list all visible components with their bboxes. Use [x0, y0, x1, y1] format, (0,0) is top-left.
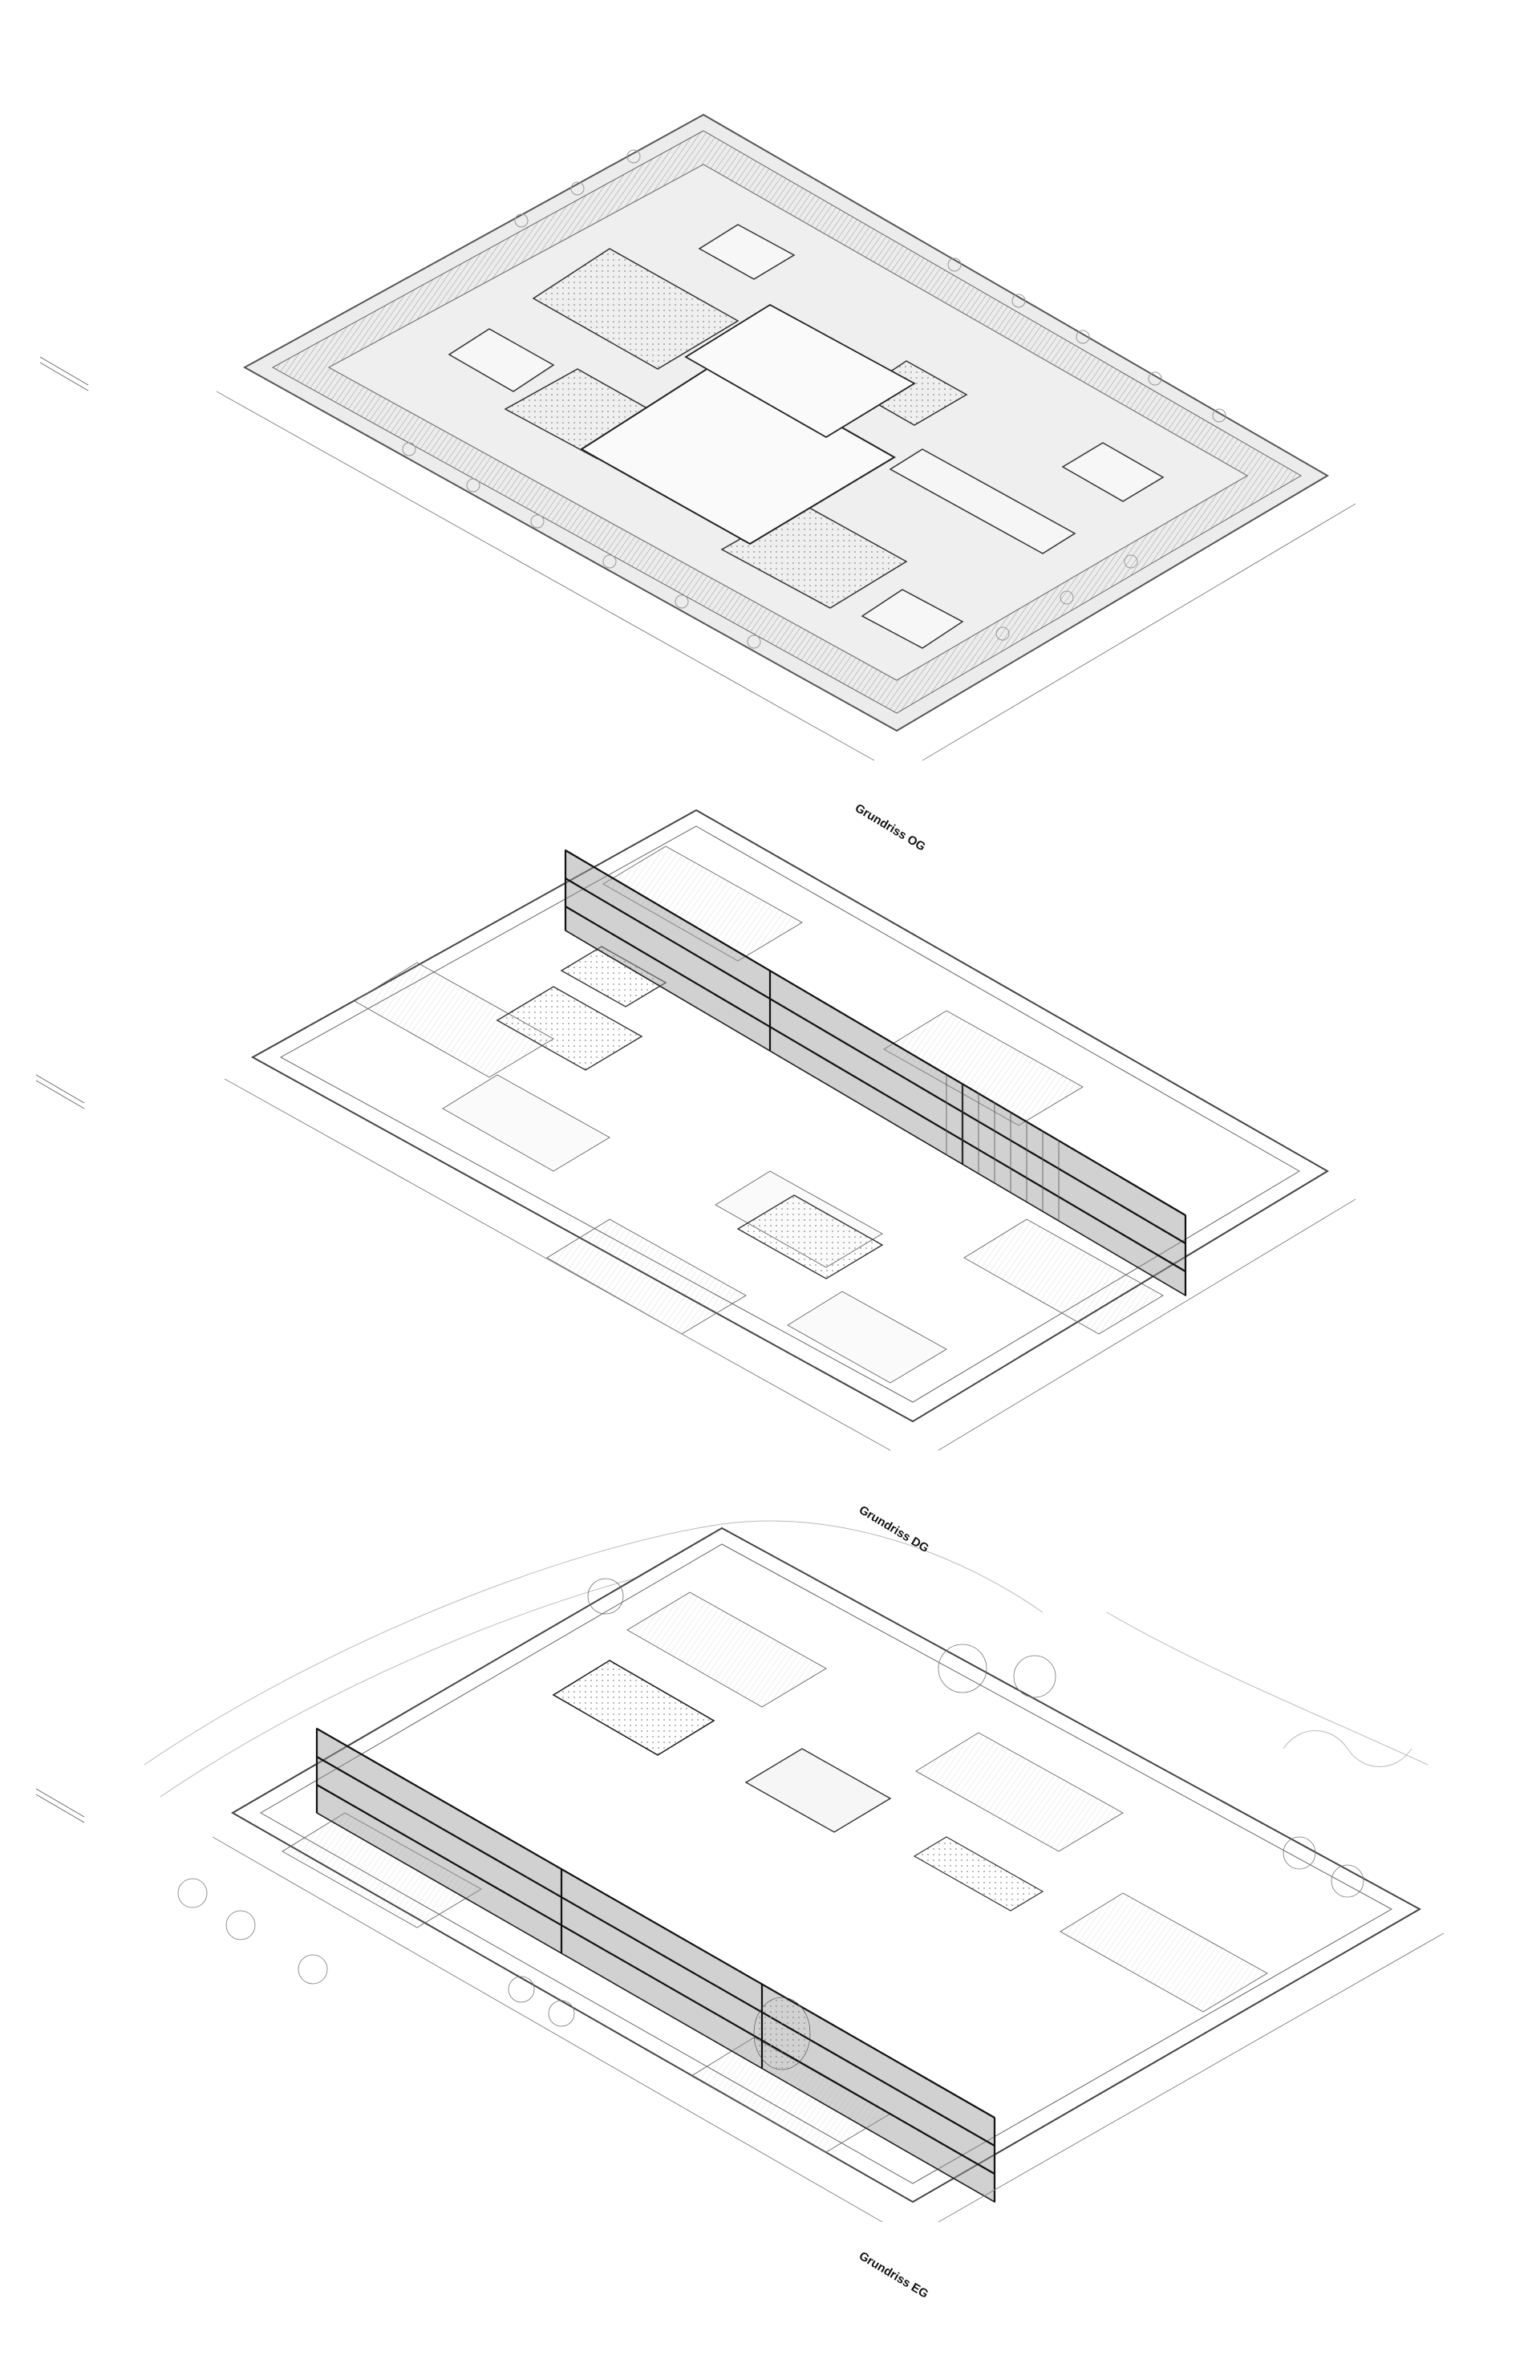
plan-label-dg: Grundriss DG	[857, 1503, 931, 1555]
roof-column-rhythm	[402, 149, 1226, 649]
north-arrow-marker	[39, 356, 89, 391]
roof-skylight	[1061, 442, 1165, 502]
eg-dim-line	[938, 1932, 1445, 2223]
roof-skylight	[861, 589, 964, 649]
og-dim-line	[224, 1078, 891, 1451]
eg-pool	[552, 1660, 715, 1756]
roof-dim-line	[922, 503, 1356, 761]
plan-label-og: Grundriss OG	[853, 801, 928, 854]
eg-section-floors	[315, 1728, 996, 2202]
eg-inner-outline	[259, 1543, 1393, 2184]
roof-courtyard	[532, 248, 740, 370]
eg-trees	[177, 1578, 1364, 2027]
north-arrow-marker	[35, 1788, 85, 1823]
og-dim-line	[938, 1198, 1356, 1451]
north-arrow-marker	[35, 1074, 85, 1109]
og-courtyard	[496, 986, 643, 1071]
og-outline	[250, 809, 1329, 1423]
og-plan	[224, 809, 1356, 1451]
roof-skylight	[698, 224, 796, 280]
roof-long-light	[889, 448, 1076, 554]
og-room-grid	[354, 845, 1164, 1384]
eg-outline	[230, 1527, 1422, 2204]
roof-skylight	[448, 328, 555, 392]
eg-room-grid	[282, 1591, 1268, 2153]
eg-tree-canopy	[753, 1997, 811, 2070]
plan-label-eg: Grundriss EG	[857, 2249, 930, 2301]
roof-block-north	[684, 303, 916, 439]
roof-dim-line	[216, 391, 875, 761]
eg-hall	[744, 1748, 892, 1833]
og-courtyard	[560, 946, 667, 1008]
roof-plan	[216, 113, 1356, 761]
og-section-facade	[946, 1075, 1060, 1220]
og-courtyard	[736, 1194, 884, 1279]
eg-dim-line	[212, 1836, 883, 2223]
eg-plan	[144, 1520, 1445, 2223]
eg-paved-area	[913, 1836, 1044, 1912]
